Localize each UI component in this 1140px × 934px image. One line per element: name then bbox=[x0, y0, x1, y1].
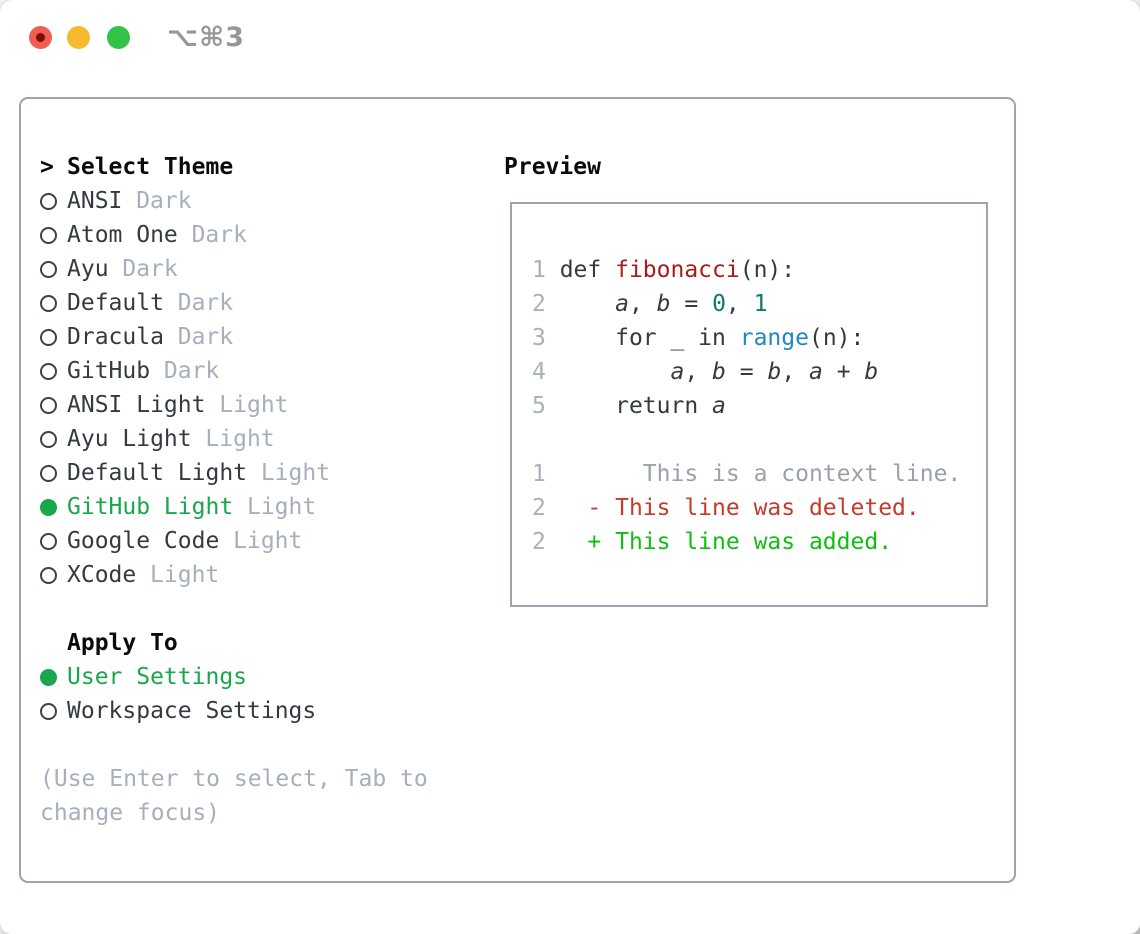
radio-unselected-icon bbox=[40, 464, 57, 482]
radio-unselected-icon bbox=[40, 566, 57, 584]
theme-name: Atom One bbox=[67, 222, 178, 248]
radio-unselected-icon bbox=[40, 192, 57, 210]
line-number: 1 bbox=[532, 461, 560, 487]
title-bar: ⌥⌘3 bbox=[0, 0, 1140, 75]
unsaved-indicator-dot bbox=[36, 33, 45, 42]
theme-option-8[interactable]: Default Light Light bbox=[40, 456, 428, 490]
code-line: 5 return a bbox=[532, 393, 726, 419]
window-shortcut-label: ⌥⌘3 bbox=[167, 22, 245, 53]
zoom-button[interactable] bbox=[107, 26, 130, 49]
theme-name: GitHub bbox=[67, 358, 151, 384]
code-line: 3 for _ in range(n): bbox=[532, 325, 865, 351]
theme-variant-tag: Light bbox=[205, 426, 275, 452]
radio-unselected-icon bbox=[40, 294, 57, 312]
radio-unselected-icon bbox=[40, 226, 57, 244]
radio-unselected-icon bbox=[40, 702, 57, 720]
theme-option-2[interactable]: Ayu Dark bbox=[40, 252, 428, 286]
theme-list-title: Select Theme bbox=[67, 154, 234, 180]
radio-unselected-icon bbox=[40, 430, 57, 448]
theme-variant-tag: Light bbox=[150, 562, 220, 588]
line-number: 3 bbox=[532, 325, 560, 351]
radio-unselected-icon bbox=[40, 532, 57, 550]
code-preview: 1 def fibonacci(n): 2 a, b = 0, 1 3 for _ … bbox=[532, 253, 986, 423]
theme-variant-tag: Light bbox=[233, 528, 303, 554]
theme-variant-tag: Dark bbox=[122, 256, 178, 282]
theme-variant-tag: Dark bbox=[177, 324, 234, 350]
theme-name: ANSI bbox=[67, 188, 123, 214]
apply-option-1[interactable]: Workspace Settings bbox=[40, 694, 428, 728]
diff-line: 2 + This line was added. bbox=[532, 529, 893, 555]
radio-unselected-icon bbox=[40, 260, 57, 278]
theme-option-9[interactable]: GitHub Light Light bbox=[40, 490, 428, 524]
theme-name: Default bbox=[67, 290, 164, 316]
theme-option-3[interactable]: Default Dark bbox=[40, 286, 428, 320]
line-number: 2 bbox=[532, 529, 560, 555]
code-line: 2 a, b = 0, 1 bbox=[532, 291, 768, 317]
diff-line: 1 This is a context line. bbox=[532, 461, 962, 487]
theme-variant-tag: Dark bbox=[177, 290, 234, 316]
diff-line: 2 - This line was deleted. bbox=[532, 495, 920, 521]
diff-preview: 1 This is a context line. 2 - This line w… bbox=[532, 457, 986, 559]
option-name: Workspace Settings bbox=[67, 698, 317, 724]
theme-option-6[interactable]: ANSI Light Light bbox=[40, 388, 428, 422]
theme-option-7[interactable]: Ayu Light Light bbox=[40, 422, 428, 456]
theme-variant-tag: Dark bbox=[191, 222, 247, 248]
radio-unselected-icon bbox=[40, 328, 57, 346]
apply-option-0[interactable]: User Settings bbox=[40, 660, 428, 694]
theme-variant-tag: Light bbox=[260, 460, 331, 486]
prompt-caret: > bbox=[40, 154, 54, 180]
apply-to-header: Apply To bbox=[40, 626, 428, 660]
radio-selected-icon bbox=[40, 668, 57, 686]
theme-name: Ayu Light bbox=[67, 426, 192, 452]
apply-to-title: Apply To bbox=[67, 630, 178, 656]
line-number: 2 bbox=[532, 291, 560, 317]
theme-name: Dracula bbox=[67, 324, 164, 350]
theme-option-0[interactable]: ANSI Dark bbox=[40, 184, 428, 218]
code-line: 1 def fibonacci(n): bbox=[532, 257, 796, 283]
radio-unselected-icon bbox=[40, 396, 57, 414]
theme-option-10[interactable]: Google Code Light bbox=[40, 524, 428, 558]
theme-name: Ayu bbox=[67, 256, 109, 282]
theme-variant-tag: Light bbox=[246, 494, 317, 520]
line-number: 4 bbox=[532, 359, 560, 385]
theme-variant-tag: Light bbox=[219, 392, 289, 418]
minimize-button[interactable] bbox=[67, 26, 90, 49]
theme-variant-tag: Dark bbox=[163, 358, 220, 384]
select-theme-header: > Select Theme bbox=[40, 150, 428, 184]
theme-variant-tag: Dark bbox=[136, 188, 192, 214]
theme-name: XCode bbox=[67, 562, 137, 588]
preview-box: 1 def fibonacci(n): 2 a, b = 0, 1 3 for _ … bbox=[510, 202, 988, 607]
radio-selected-icon bbox=[40, 498, 57, 516]
line-number: 1 bbox=[532, 257, 560, 283]
theme-name: GitHub Light bbox=[67, 494, 234, 520]
theme-name: Default Light bbox=[67, 460, 248, 486]
theme-option-11[interactable]: XCode Light bbox=[40, 558, 428, 592]
theme-name: ANSI Light bbox=[67, 392, 206, 418]
theme-option-4[interactable]: Dracula Dark bbox=[40, 320, 428, 354]
theme-option-5[interactable]: GitHub Dark bbox=[40, 354, 428, 388]
radio-unselected-icon bbox=[40, 362, 57, 380]
theme-name: Google Code bbox=[67, 528, 220, 554]
close-button[interactable] bbox=[29, 26, 52, 49]
line-number: 5 bbox=[532, 393, 560, 419]
theme-option-1[interactable]: Atom One Dark bbox=[40, 218, 428, 252]
line-number: 2 bbox=[532, 495, 560, 521]
code-line: 4 a, b = b, a + b bbox=[532, 359, 879, 385]
preview-title: Preview bbox=[504, 154, 601, 180]
option-name: User Settings bbox=[67, 664, 248, 690]
